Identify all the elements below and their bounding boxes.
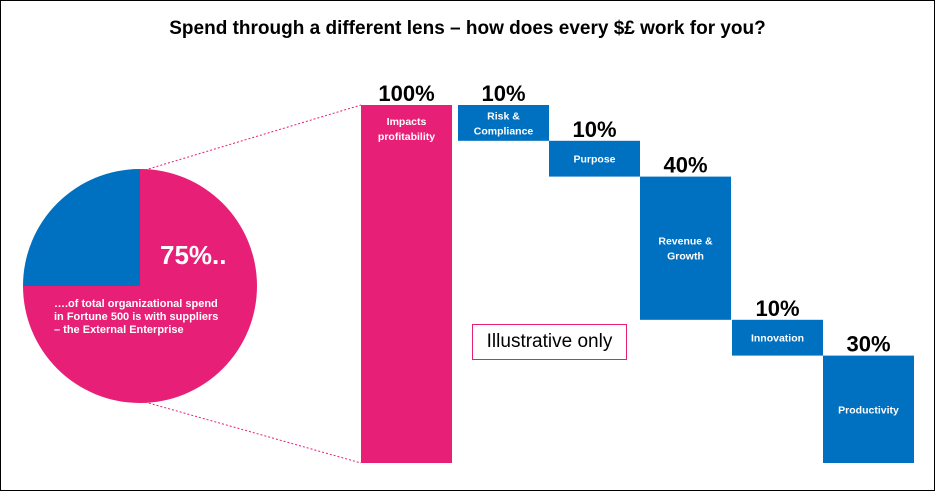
category-label: Revenue &: [658, 236, 713, 248]
value-label: 10%: [755, 296, 799, 321]
pie-description-line: in Fortune 500 is with suppliers: [54, 311, 218, 323]
value-label: 30%: [846, 332, 890, 357]
value-label: 10%: [481, 81, 525, 106]
category-label: Impacts: [387, 116, 427, 128]
category-label: Purpose: [573, 154, 615, 166]
zoom-connector-lines: [144, 104, 362, 464]
value-label: 40%: [663, 153, 707, 178]
pie-slice-1: [23, 169, 140, 286]
category-label: Innovation: [751, 333, 804, 345]
pie-description-line: ….of total organizational spend: [54, 298, 218, 310]
waterfall-bar: [458, 105, 549, 141]
value-label: 10%: [572, 117, 616, 142]
pie-slice-label: 75%..: [160, 240, 227, 270]
waterfall-chart: 100% Impacts profitability 10% Risk & Complia…: [361, 81, 914, 463]
category-label: Productivity: [838, 404, 899, 416]
chart-title: Spend through a different lens – how doe…: [169, 18, 766, 39]
connector-line-bottom: [144, 401, 362, 464]
waterfall-bar: [549, 140, 640, 177]
pie-description-line: – the External Enterprise: [54, 324, 184, 336]
category-label: profitability: [378, 131, 435, 143]
waterfall-bar: [361, 105, 452, 463]
category-label: Growth: [667, 251, 704, 263]
category-label: Risk &: [487, 110, 520, 122]
connector-line-top: [144, 104, 362, 171]
illustrative-note: Illustrative only: [472, 324, 627, 360]
category-label: Compliance: [474, 125, 534, 137]
waterfall-bar: [823, 355, 914, 463]
waterfall-bar: [732, 319, 823, 356]
waterfall-bar: [640, 176, 731, 320]
value-label: 100%: [378, 81, 434, 106]
